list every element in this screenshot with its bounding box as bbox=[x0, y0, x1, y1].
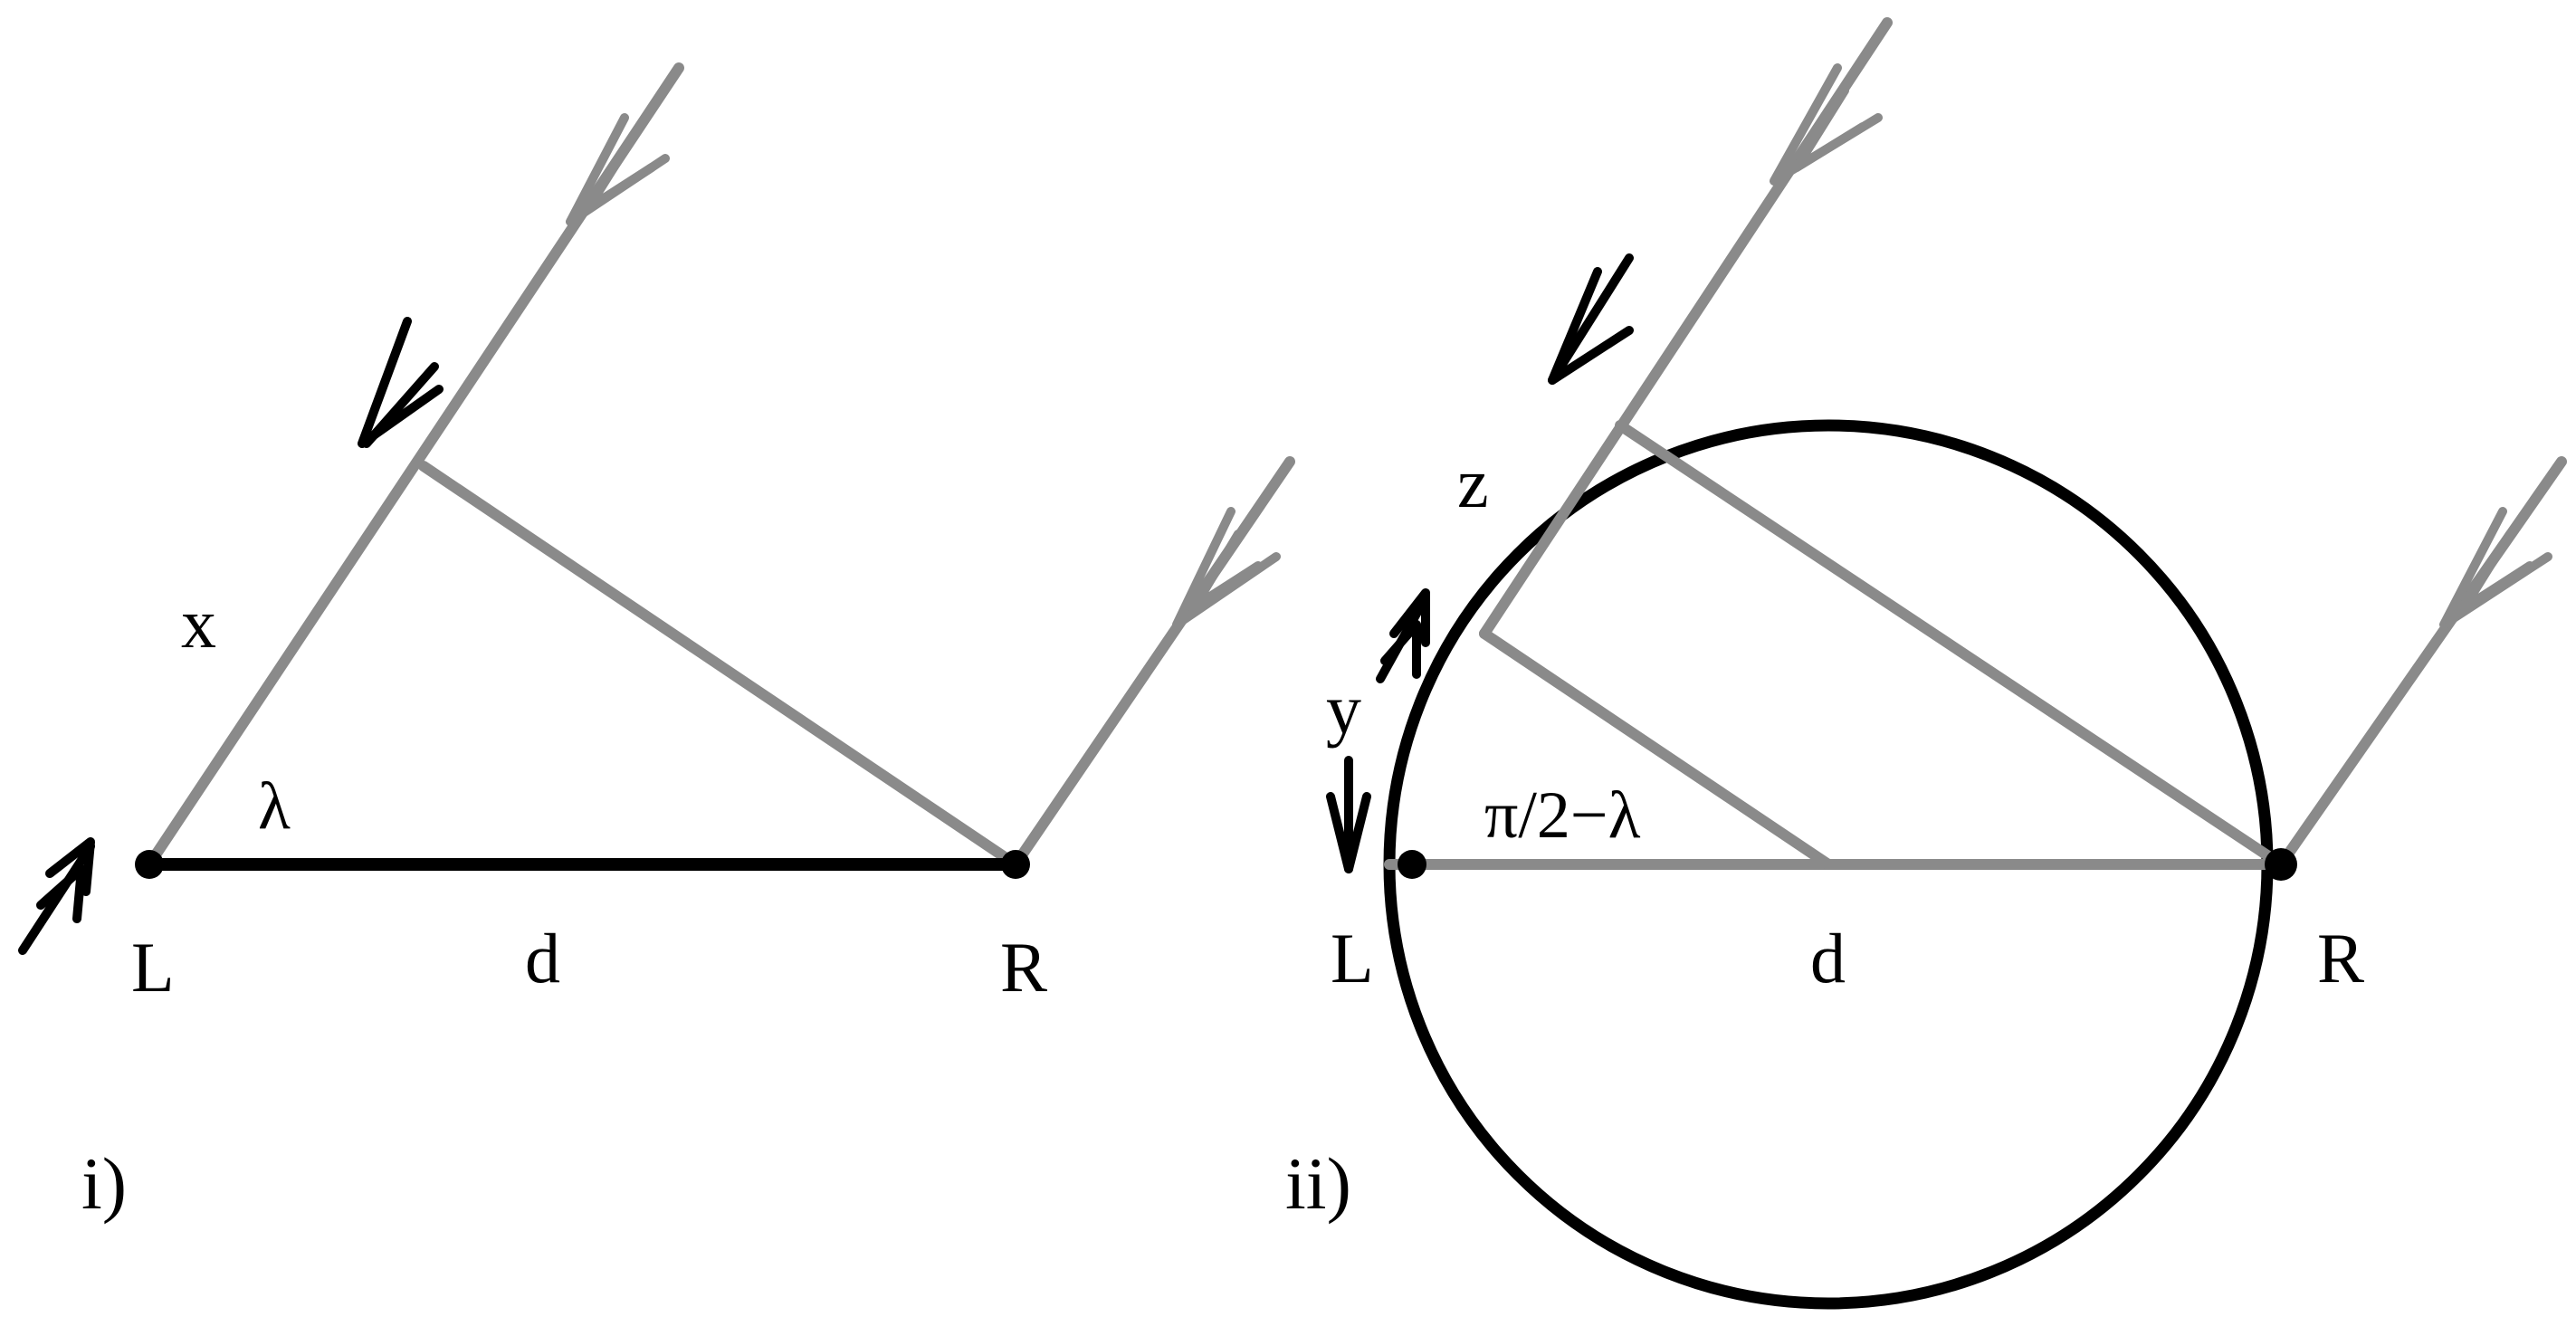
ray-arrowhead-upper-inner bbox=[1792, 86, 1867, 172]
label-lambda: λ bbox=[258, 769, 291, 844]
point-L bbox=[135, 850, 164, 879]
label-z: z bbox=[1457, 444, 1489, 522]
incident-ray-right bbox=[2275, 456, 2567, 870]
perpendicular-R bbox=[1615, 420, 2286, 870]
panel-ii: z y π/2−λ L d R ii) bbox=[1285, 17, 2567, 1310]
path-arrow-L-head-2 bbox=[36, 864, 86, 923]
ray-arrowhead-right-inner bbox=[2459, 530, 2534, 613]
ray-arrowhead-right-inner bbox=[1190, 530, 1263, 611]
label-x: x bbox=[181, 584, 216, 663]
perpendicular-segment bbox=[418, 461, 1021, 870]
path-arrow-y-up-head bbox=[1389, 588, 1430, 647]
path-arrow-down-head bbox=[1326, 792, 1371, 873]
panel-label-ii: ii) bbox=[1285, 1142, 1351, 1225]
label-L: L bbox=[1331, 919, 1374, 997]
label-d: d bbox=[1810, 919, 1846, 997]
incident-ray-right bbox=[1010, 456, 1295, 870]
point-L bbox=[1398, 850, 1426, 879]
panel-i: x λ L d R i) bbox=[18, 62, 1295, 1225]
label-L: L bbox=[131, 928, 175, 1007]
path-arrow-z-head bbox=[1548, 267, 1634, 385]
label-y: y bbox=[1326, 670, 1361, 749]
point-R bbox=[1001, 850, 1030, 879]
path-arrow-L-head bbox=[45, 837, 95, 896]
point-R bbox=[2265, 848, 2297, 881]
label-angle: π/2−λ bbox=[1484, 778, 1641, 853]
panel-label-i: i) bbox=[81, 1142, 127, 1225]
ray-arrowhead-left-inner bbox=[584, 131, 656, 213]
label-R: R bbox=[2317, 919, 2364, 997]
path-arrow-x-head bbox=[358, 317, 444, 448]
perpendicular-center bbox=[1479, 628, 1834, 870]
label-d: d bbox=[525, 919, 560, 997]
label-R: R bbox=[1000, 928, 1047, 1007]
path-arrow-L-shaft bbox=[18, 842, 95, 955]
path-arrow-y-up-head-2 bbox=[1380, 620, 1421, 679]
